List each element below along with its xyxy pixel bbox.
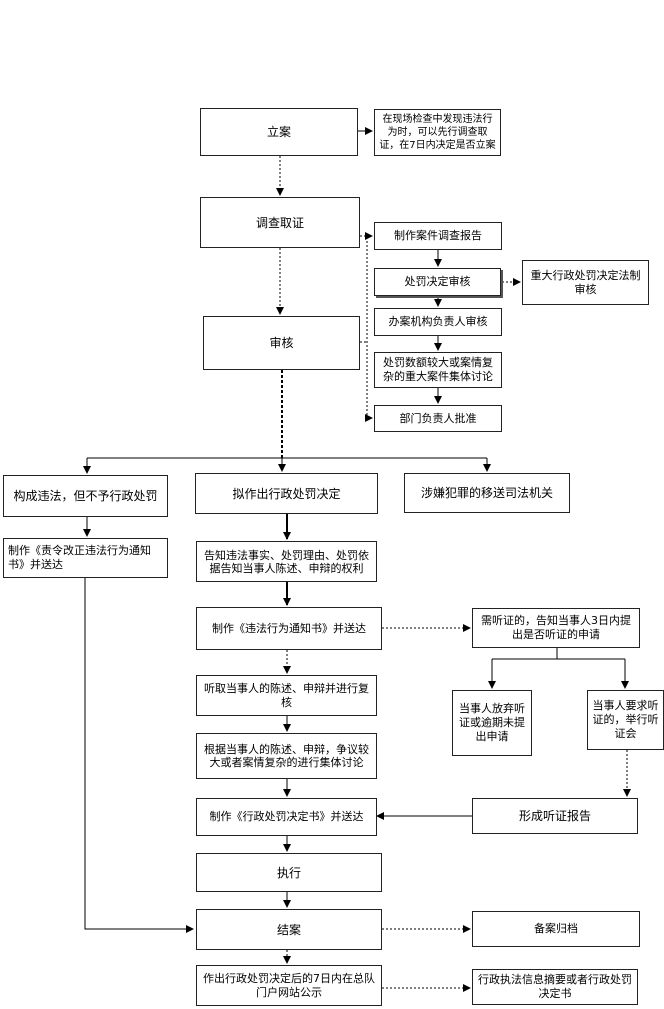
- node-filing-note: 在现场检查中发现违法行为时，可以先行调查取证，在7日内决定是否立案: [374, 109, 501, 156]
- arrow-correction-to-close: [84, 578, 194, 933]
- node-publish-content: 行政执法信息摘要或者行政处罚决定书: [472, 969, 638, 1005]
- node-close-case: 结案: [196, 909, 382, 950]
- node-collective-discussion: 处罚数额较大或案情复杂的重大案件集体讨论: [374, 352, 502, 388]
- node-violation-notice: 制作《违法行为通知书》并送达: [196, 607, 382, 650]
- node-review: 审核: [203, 316, 360, 370]
- node-penalty-review: 处罚决定审核: [374, 268, 501, 296]
- node-correction-notice: 制作《责令改正违法行为通知书》并送达: [3, 538, 168, 578]
- node-hearing-report: 形成听证报告: [472, 798, 638, 834]
- node-execute: 执行: [196, 853, 382, 892]
- node-hear-statements: 听取当事人的陈述、申辩并进行复核: [196, 675, 377, 716]
- node-penalty-decision: 制作《行政处罚决定书》并送达: [196, 798, 377, 836]
- node-legal-review: 重大行政处罚决定法制审核: [522, 260, 649, 305]
- node-office-head-review: 办案机构负责人审核: [374, 308, 502, 336]
- node-case-report: 制作案件调查报告: [374, 222, 502, 250]
- node-waive-hearing: 当事人放弃听证或逾期未提出申请: [452, 690, 532, 756]
- node-investigate: 调查取证: [200, 197, 360, 248]
- node-dept-head-approve: 部门负责人批准: [374, 405, 502, 432]
- node-propose-penalty: 拟作出行政处罚决定: [195, 473, 378, 514]
- node-archive: 备案归档: [472, 911, 640, 947]
- node-violation-no-penalty: 构成违法，但不予行政处罚: [3, 475, 168, 517]
- node-filing: 立案: [200, 108, 358, 156]
- bracket-review-steps: [360, 235, 368, 418]
- node-request-hearing: 当事人要求听证的，举行听证会: [587, 690, 664, 750]
- node-hearing-notice: 需听证的，告知当事人3日内提出是否听证的申请: [472, 608, 640, 648]
- node-transfer-judicial: 涉嫌犯罪的移送司法机关: [404, 473, 570, 513]
- node-notify-rights: 告知违法事实、处罚理由、处罚依据告知当事人陈述、申辩的权利: [196, 541, 377, 582]
- node-publish: 作出行政处罚决定后的7日内在总队门户网站公示: [196, 965, 382, 1006]
- node-collective-decision: 根据当事人的陈述、申辩，争议较大或者案情复杂的进行集体讨论: [196, 733, 377, 779]
